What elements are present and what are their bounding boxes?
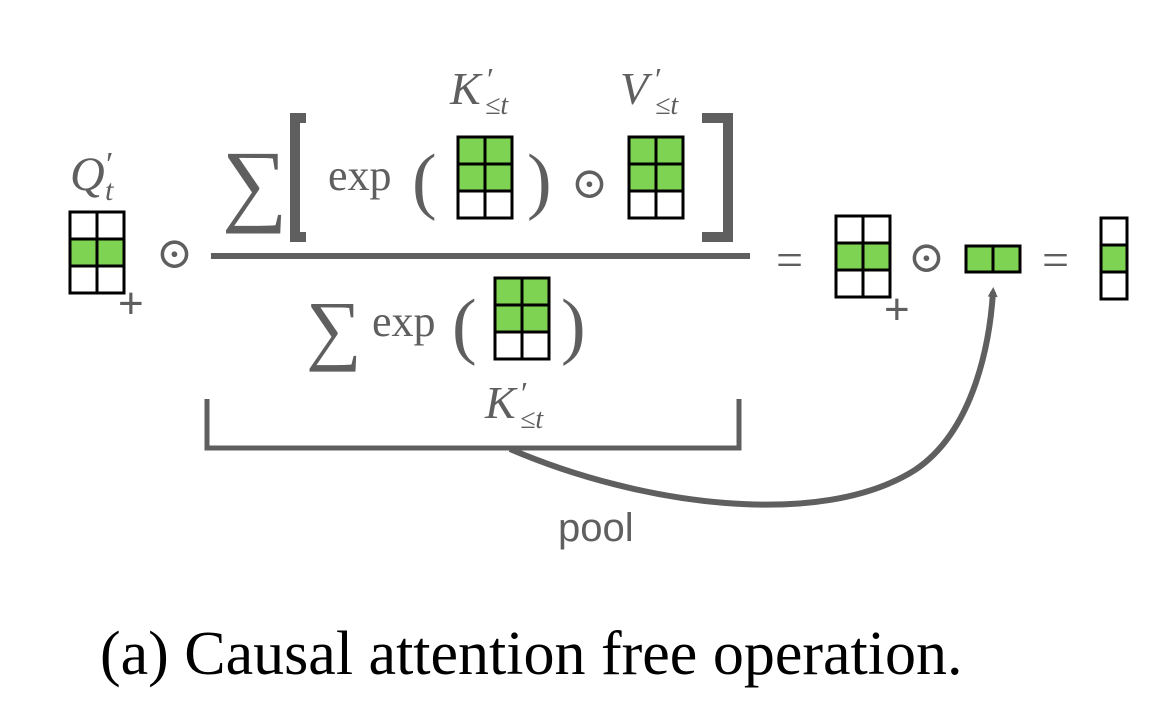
hadamard-operator-3: ⊙: [908, 233, 945, 282]
q-label-prime: ′: [106, 146, 113, 183]
denominator-sum-symbol: ∑: [306, 285, 362, 372]
output-matrix: [1099, 216, 1129, 301]
numerator-left-paren: (: [412, 140, 437, 222]
matrix-cell-active: [520, 303, 551, 334]
q-matrix: [68, 210, 126, 295]
k-bottom-label-sub: ≤t: [520, 404, 544, 435]
v-top-label: V ′ ≤t: [620, 61, 679, 121]
matrix-cell-active: [456, 135, 487, 166]
q-plus-sign: +: [118, 279, 144, 328]
matrix-cell-empty: [483, 189, 514, 220]
matrix-cell-empty: [520, 330, 551, 361]
pooled-matrix: [964, 244, 1022, 274]
matrix-cell-active: [861, 241, 892, 272]
matrix-cell-empty: [654, 189, 685, 220]
matrix-cell-active: [627, 162, 658, 193]
matrix-cell-active: [654, 135, 685, 166]
numerator-right-paren: ): [527, 140, 552, 222]
matrix-cell-empty: [493, 330, 524, 361]
right-square-bracket: [702, 113, 733, 242]
k-top-label-prime: ′: [487, 61, 494, 97]
k-top-label-sub: ≤t: [485, 90, 509, 121]
v-top-label-prime: ′: [655, 61, 662, 97]
k-top-label: K ′ ≤t: [449, 61, 509, 121]
matrix-cell-active: [834, 241, 865, 272]
matrix-cell-empty: [861, 214, 892, 245]
v-top-label-base: V: [620, 63, 653, 114]
q-label: Q ′ t: [70, 146, 114, 207]
left-square-bracket: [290, 113, 306, 242]
matrix-cell-active: [654, 162, 685, 193]
denominator-right-paren: ): [561, 285, 586, 367]
k-bottom-label-base: K: [484, 377, 518, 428]
equals-sign-1: =: [776, 234, 803, 287]
v-numerator-matrix: [627, 135, 685, 220]
hadamard-operator-1: ⊙: [156, 229, 193, 278]
k-denominator-matrix: [493, 276, 551, 361]
matrix-cell-empty: [68, 264, 99, 295]
figure-caption: (a) Causal attention free operation.: [100, 620, 962, 688]
matrix-cell-empty: [1099, 270, 1129, 301]
matrix-cell-active: [991, 244, 1022, 274]
denominator-left-paren: (: [452, 285, 477, 367]
matrix-cell-active: [627, 135, 658, 166]
matrix-cell-active: [493, 303, 524, 334]
q-label-base: Q: [70, 148, 105, 201]
matrix-cell-empty: [627, 189, 658, 220]
q-result-matrix: [834, 214, 892, 299]
k-bottom-label-prime: ′: [521, 375, 528, 411]
matrix-cell-active: [95, 237, 126, 268]
matrix-cell-empty: [95, 264, 126, 295]
matrix-cell-empty: [834, 214, 865, 245]
q-result-plus-sign: +: [884, 285, 910, 334]
under-bracket: [204, 399, 742, 451]
matrix-cell-active: [493, 276, 524, 307]
matrix-cell-active: [456, 162, 487, 193]
matrix-cell-active: [68, 237, 99, 268]
pool-arrow: [508, 287, 998, 508]
pool-label: pool: [558, 506, 634, 550]
numerator-exp-label: exp: [328, 151, 392, 200]
k-top-label-base: K: [449, 63, 483, 114]
matrix-cell-empty: [456, 189, 487, 220]
matrix-cell-active: [1099, 243, 1129, 274]
matrix-cell-active: [483, 135, 514, 166]
matrix-cell-active: [520, 276, 551, 307]
q-label-sub: t: [105, 174, 114, 207]
matrix-cell-empty: [95, 210, 126, 241]
v-top-label-sub: ≤t: [655, 90, 679, 121]
matrix-cell-active: [483, 162, 514, 193]
matrix-cell-empty: [834, 268, 865, 299]
numerator-sum-symbol: ∑: [222, 132, 288, 234]
matrix-cell-active: [964, 244, 995, 274]
matrix-cell-empty: [1099, 216, 1129, 247]
hadamard-operator-2: ⊙: [571, 159, 608, 208]
k-bottom-label: K ′ ≤t: [484, 375, 544, 435]
equals-sign-2: =: [1042, 234, 1069, 287]
matrix-cell-empty: [68, 210, 99, 241]
denominator-exp-label: exp: [372, 297, 436, 346]
k-numerator-matrix: [456, 135, 514, 220]
matrix-cell-empty: [861, 268, 892, 299]
